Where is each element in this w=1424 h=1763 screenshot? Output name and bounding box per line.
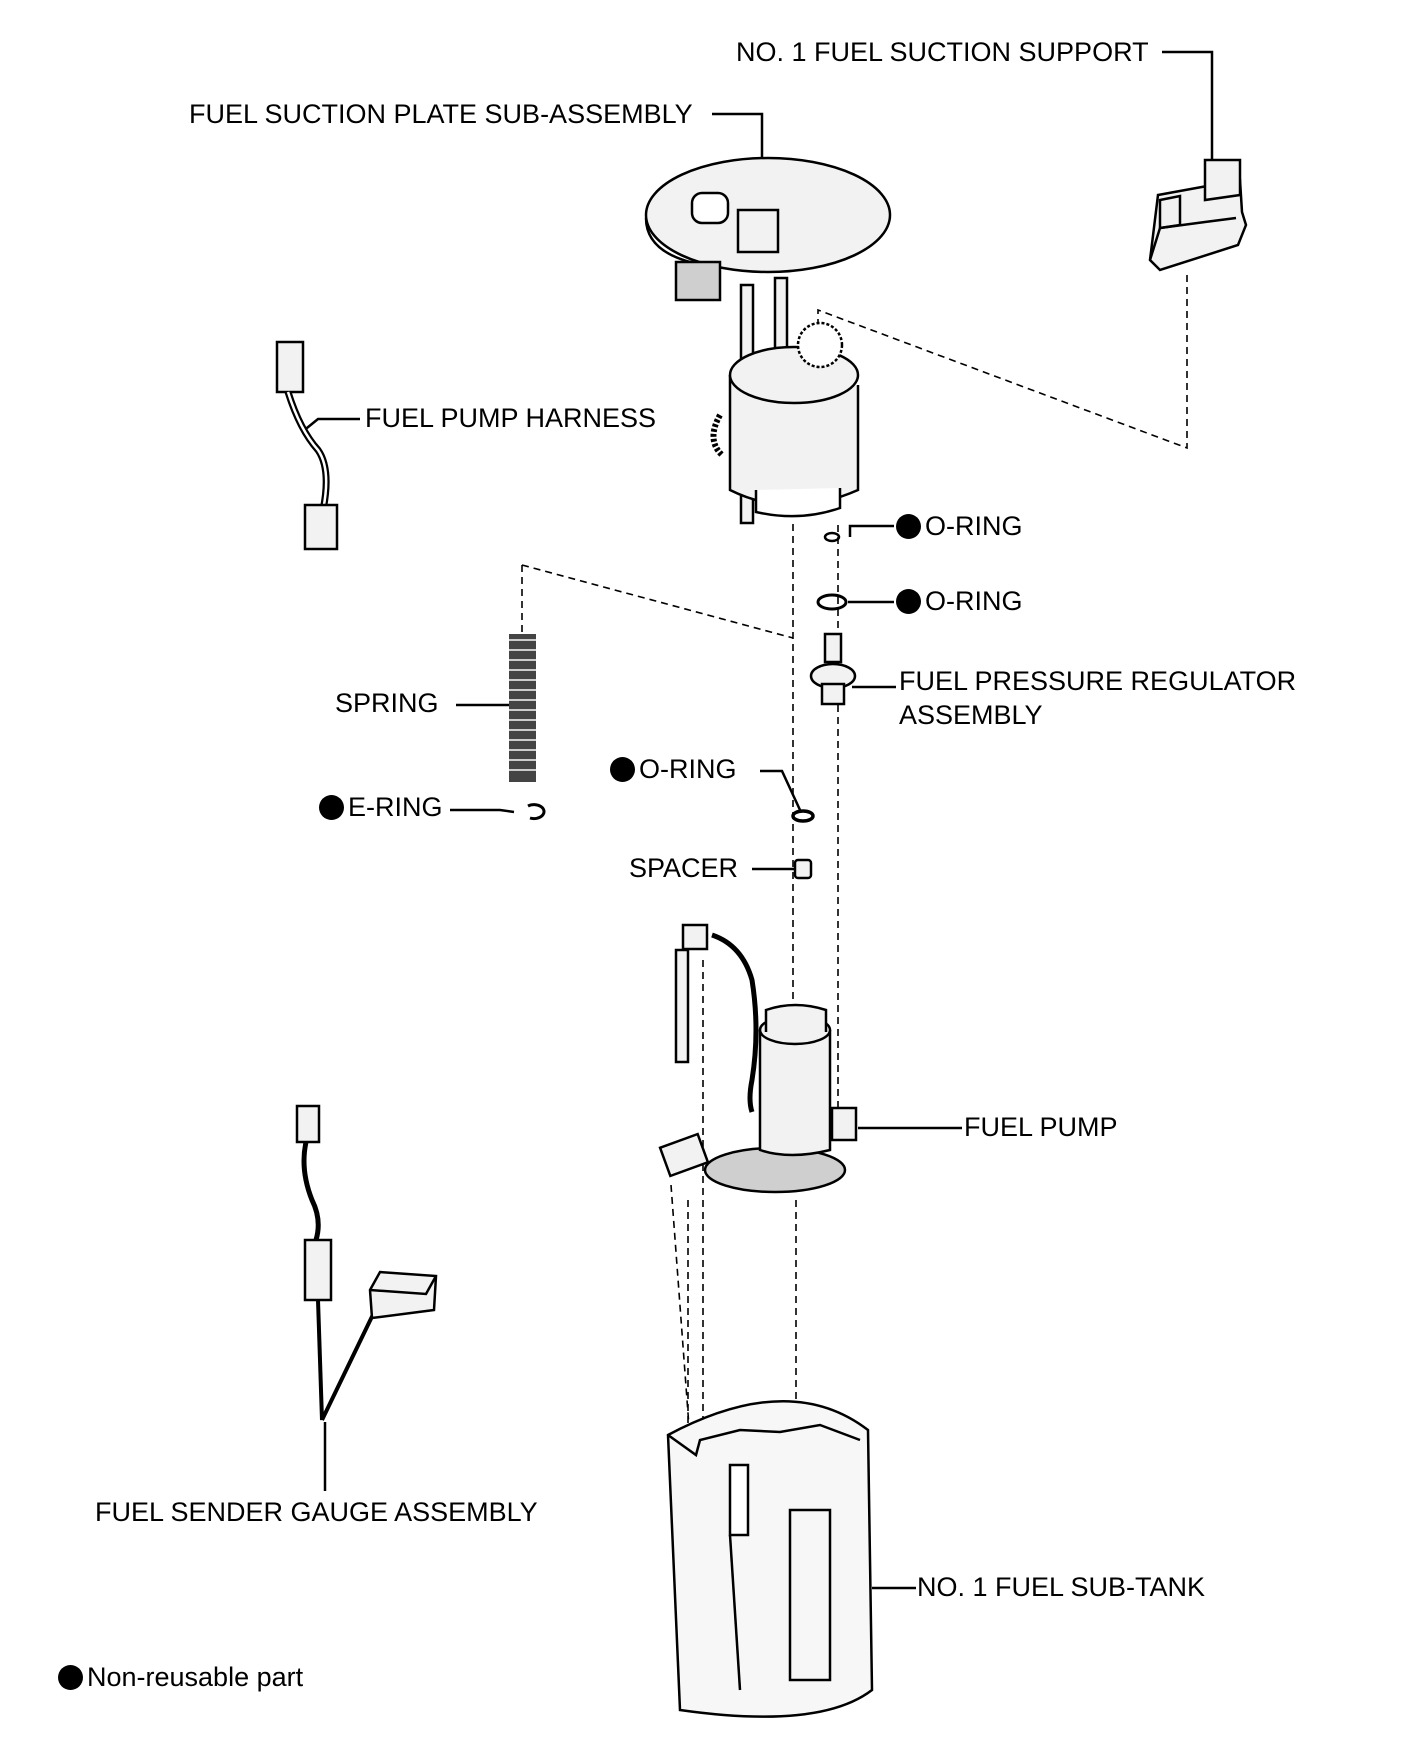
leader-oring-1 <box>848 524 894 537</box>
label-regulator-line2: ASSEMBLY <box>899 700 1043 730</box>
dash-spring-to-pump <box>521 564 794 639</box>
label-suction-plate: FUEL SUCTION PLATE SUB-ASSEMBLY <box>189 99 693 129</box>
label-spacer: SPACER <box>629 853 739 883</box>
sub-tank-part <box>666 1399 874 1718</box>
leader-pump-harness <box>301 417 360 433</box>
non-reusable-dot-icon <box>896 514 921 539</box>
non-reusable-dot-icon <box>319 795 344 820</box>
leader-suction-support <box>1162 50 1214 162</box>
suction-plate-part <box>644 156 892 525</box>
non-reusable-dot-icon <box>610 757 635 782</box>
label-oring-3: O-RING <box>610 752 737 786</box>
dash-gauge-to-tank <box>670 1184 691 1441</box>
pump-harness-part <box>275 340 339 551</box>
label-regulator-line1: FUEL PRESSURE REGULATOR <box>899 666 1297 696</box>
suction-support-part <box>1148 158 1248 272</box>
e-ring-part <box>527 803 546 821</box>
label-oring-1: O-RING <box>896 509 1023 543</box>
o-ring-3-part <box>791 809 815 823</box>
label-fuel-pump: FUEL PUMP <box>964 1112 1118 1142</box>
spacer-part <box>793 858 813 880</box>
label-sub-tank: NO. 1 FUEL SUB-TANK <box>917 1572 1206 1602</box>
o-ring-large-part <box>816 593 848 611</box>
leader-e-ring <box>450 808 515 814</box>
label-sender-gauge: FUEL SENDER GAUGE ASSEMBLY <box>95 1497 538 1527</box>
label-spring: SPRING <box>335 688 439 718</box>
non-reusable-dot-icon <box>896 589 921 614</box>
legend-non-reusable: Non-reusable part <box>58 1660 303 1694</box>
non-reusable-dot-icon <box>58 1665 83 1690</box>
spring-part <box>509 634 536 782</box>
regulator-part <box>809 632 857 706</box>
leader-suction-plate <box>712 112 764 178</box>
label-e-ring: E-RING <box>319 790 443 824</box>
dash-support-to-plate <box>817 275 1188 450</box>
leader-oring-3 <box>760 769 802 811</box>
label-oring-2: O-RING <box>896 584 1023 618</box>
fuel-pump-part <box>658 923 858 1194</box>
label-pump-harness: FUEL PUMP HARNESS <box>365 403 657 433</box>
o-ring-small-part <box>823 531 841 543</box>
sender-gauge-part <box>295 1104 438 1421</box>
label-suction-support: NO. 1 FUEL SUCTION SUPPORT <box>736 37 1149 67</box>
